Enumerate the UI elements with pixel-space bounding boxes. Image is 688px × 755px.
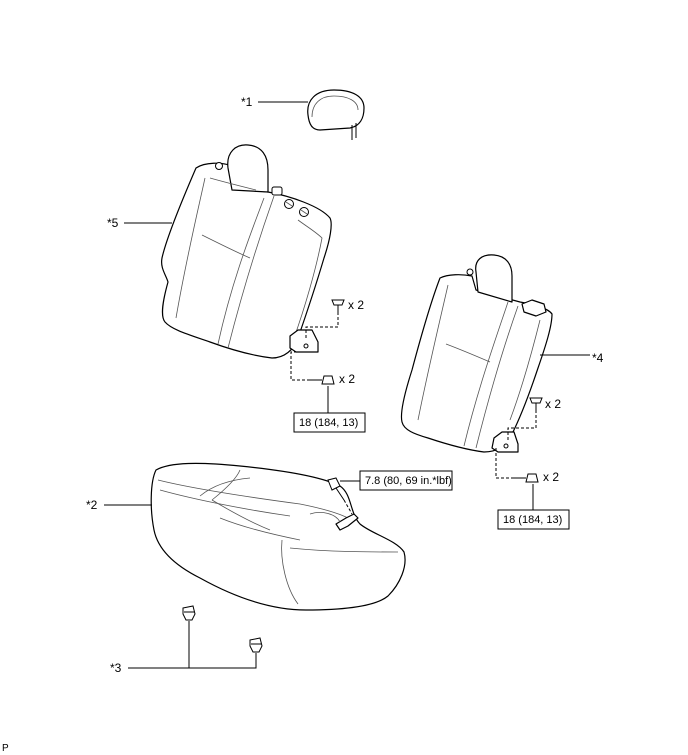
cushion-bolt-path xyxy=(343,499,353,515)
cushion-torque-value: 7.8 (80, 69 in.*lbf) xyxy=(365,475,452,487)
left-seatback xyxy=(161,144,332,359)
left-torque-box xyxy=(293,412,366,433)
left-upper-bolt xyxy=(331,299,345,312)
diagram-code: P xyxy=(2,743,9,754)
left-upper-bolt-qty: x 2 xyxy=(348,298,364,312)
cushion-torque-box xyxy=(359,470,453,491)
cushion-bolt xyxy=(327,477,345,501)
left-lower-bolt-qty: x 2 xyxy=(339,372,355,386)
clip-lower xyxy=(249,637,263,653)
right-upper-bolt-qty: x 2 xyxy=(545,397,561,411)
left-lower-bolt xyxy=(310,375,335,385)
right-upper-bolt xyxy=(529,397,543,410)
right-lower-bolt-qty: x 2 xyxy=(543,470,559,484)
right-seatback-callout: *4 xyxy=(592,351,604,365)
right-seatback xyxy=(400,254,553,453)
headrest-callout: *1 xyxy=(241,95,253,109)
seat-cushion xyxy=(150,462,406,611)
clip-callout: *3 xyxy=(110,661,122,675)
left-seatback-callout: *5 xyxy=(107,216,119,230)
left-upper-bolt-path xyxy=(305,312,339,340)
seat-cushion-callout: *2 xyxy=(86,498,98,512)
right-torque-value: 18 (184, 13) xyxy=(503,514,562,526)
right-torque-box xyxy=(497,509,570,530)
left-torque-value: 18 (184, 13) xyxy=(299,417,358,429)
clip-leader xyxy=(128,621,257,669)
right-lower-bolt xyxy=(514,473,539,483)
headrest xyxy=(307,89,365,140)
clip-upper xyxy=(182,605,196,621)
left-lower-bolt-path xyxy=(290,351,310,381)
right-upper-bolt-path xyxy=(507,410,537,442)
right-lower-bolt-path xyxy=(495,447,514,479)
